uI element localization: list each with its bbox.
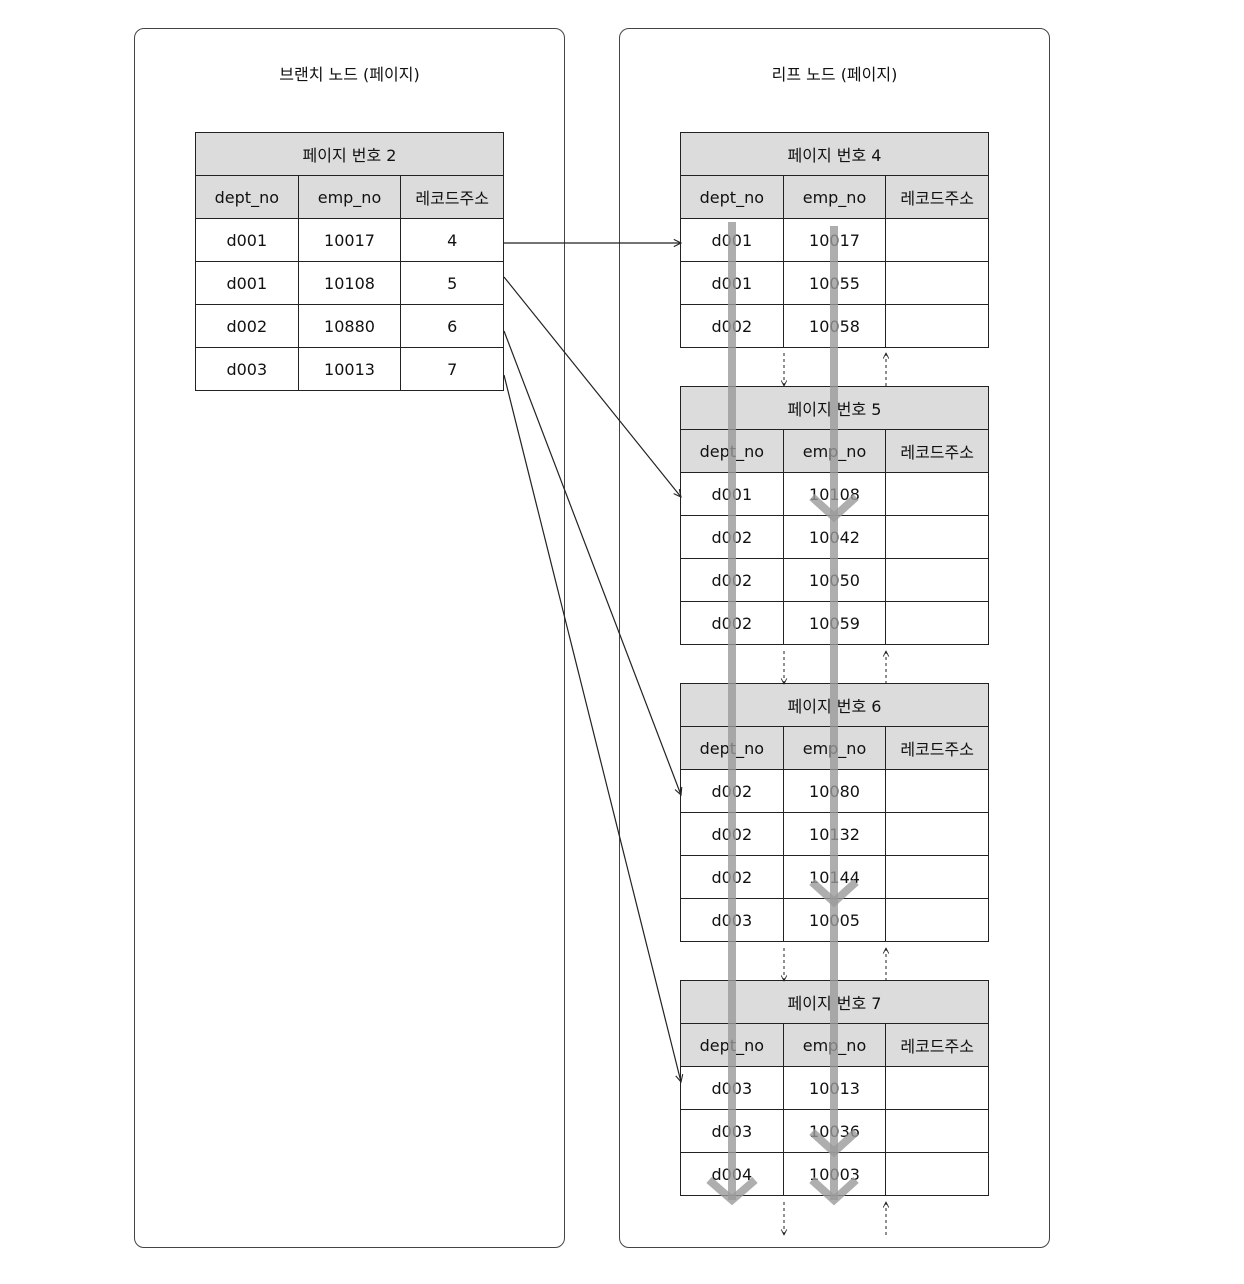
table-row: d003 10013 7: [195, 347, 504, 391]
table-cell: d001: [680, 261, 784, 305]
table-cell: 10042: [782, 515, 887, 559]
table-cell: d002: [680, 558, 784, 602]
table-cell: 10108: [782, 472, 887, 516]
table-cell: 10055: [782, 261, 887, 305]
column-header: emp_no: [782, 1023, 887, 1067]
column-header: dept_no: [680, 175, 784, 219]
table-cell: d002: [680, 304, 784, 348]
table-row: d001 10055: [680, 261, 989, 305]
table-row: d002 10050: [680, 558, 989, 602]
table-cell: [885, 1066, 989, 1110]
table-cell: d002: [680, 812, 784, 856]
table-cell: d003: [195, 347, 299, 391]
column-header: emp_no: [782, 175, 887, 219]
table-row: d003 10036: [680, 1109, 989, 1153]
table-cell: 10080: [782, 769, 887, 813]
table-cell: 7: [400, 347, 504, 391]
table-cell: 10013: [297, 347, 402, 391]
table-row: d004 10003: [680, 1152, 989, 1196]
column-header: emp_no: [297, 175, 402, 219]
table-cell: d001: [680, 472, 784, 516]
table-row: d001 10017 4: [195, 218, 504, 262]
table-cell: d002: [680, 601, 784, 645]
table-cell: [885, 261, 989, 305]
table-row: d001 10108 5: [195, 261, 504, 305]
table-cell: [885, 472, 989, 516]
table-cell: 10132: [782, 812, 887, 856]
table-cell: d004: [680, 1152, 784, 1196]
table-row: d002 10058: [680, 304, 989, 348]
table-cell: d002: [195, 304, 299, 348]
table-cell: 10144: [782, 855, 887, 899]
table-cell: [885, 1109, 989, 1153]
column-header: dept_no: [680, 1023, 784, 1067]
table-cell: [885, 898, 989, 942]
table-cell: d001: [680, 218, 784, 262]
table-cell: [885, 304, 989, 348]
table-cell: [885, 558, 989, 602]
table-cell: 6: [400, 304, 504, 348]
branch-page-table: 페이지 번호 2 dept_no emp_no 레코드주소 d001 10017…: [195, 132, 504, 391]
table-cell: d003: [680, 1109, 784, 1153]
column-header: emp_no: [782, 429, 887, 473]
table-cell: 10880: [297, 304, 402, 348]
table-row: d001 10108: [680, 472, 989, 516]
page-label: 페이지 번호 5: [680, 386, 989, 430]
table-row: d003 10005: [680, 898, 989, 942]
table-cell: 10013: [782, 1066, 887, 1110]
table-cell: d001: [195, 218, 299, 262]
column-header: 레코드주소: [885, 726, 989, 770]
leaf-page-table-4: 페이지 번호 4 dept_no emp_no 레코드주소 d001 10017…: [680, 132, 989, 348]
table-cell: [885, 218, 989, 262]
table-cell: [885, 1152, 989, 1196]
leaf-page-table-7: 페이지 번호 7 dept_no emp_no 레코드주소 d003 10013…: [680, 980, 989, 1196]
table-cell: d003: [680, 1066, 784, 1110]
table-cell: 10017: [297, 218, 402, 262]
table-cell: d002: [680, 515, 784, 559]
table-row: d002 10880 6: [195, 304, 504, 348]
table-cell: 10050: [782, 558, 887, 602]
column-header: emp_no: [782, 726, 887, 770]
table-row: d002 10080: [680, 769, 989, 813]
table-row: d002 10144: [680, 855, 989, 899]
table-cell: 10036: [782, 1109, 887, 1153]
table-cell: 10108: [297, 261, 402, 305]
table-cell: 10005: [782, 898, 887, 942]
column-header: dept_no: [680, 726, 784, 770]
table-cell: d003: [680, 898, 784, 942]
leaf-node-title: 리프 노드 (페이지): [771, 65, 898, 84]
table-cell: d002: [680, 769, 784, 813]
leaf-page-table-6: 페이지 번호 6 dept_no emp_no 레코드주소 d002 10080…: [680, 683, 989, 942]
table-cell: [885, 769, 989, 813]
table-row: d003 10013: [680, 1066, 989, 1110]
column-header: dept_no: [195, 175, 299, 219]
table-cell: 5: [400, 261, 504, 305]
page-label: 페이지 번호 7: [680, 980, 989, 1024]
table-cell: [885, 515, 989, 559]
page-label: 페이지 번호 4: [680, 132, 989, 176]
page-label: 페이지 번호 2: [195, 132, 504, 176]
table-cell: d001: [195, 261, 299, 305]
leaf-page-table-5: 페이지 번호 5 dept_no emp_no 레코드주소 d001 10108…: [680, 386, 989, 645]
table-cell: d002: [680, 855, 784, 899]
table-cell: [885, 601, 989, 645]
table-row: d002 10059: [680, 601, 989, 645]
column-header: 레코드주소: [885, 1023, 989, 1067]
table-cell: [885, 855, 989, 899]
column-header: 레코드주소: [885, 429, 989, 473]
table-cell: 10058: [782, 304, 887, 348]
column-header: 레코드주소: [400, 175, 504, 219]
branch-node-title: 브랜치 노드 (페이지): [279, 65, 420, 84]
table-row: d002 10132: [680, 812, 989, 856]
column-header: 레코드주소: [885, 175, 989, 219]
table-cell: 10017: [782, 218, 887, 262]
page-label: 페이지 번호 6: [680, 683, 989, 727]
table-cell: 4: [400, 218, 504, 262]
table-row: d001 10017: [680, 218, 989, 262]
table-cell: 10059: [782, 601, 887, 645]
column-header: dept_no: [680, 429, 784, 473]
table-cell: 10003: [782, 1152, 887, 1196]
table-row: d002 10042: [680, 515, 989, 559]
table-cell: [885, 812, 989, 856]
